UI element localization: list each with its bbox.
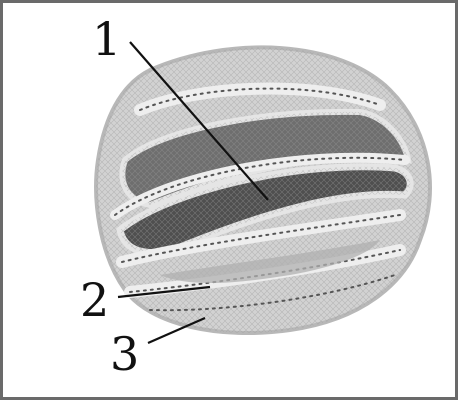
label-3: 3 bbox=[110, 327, 139, 381]
label-1: 1 bbox=[92, 12, 121, 66]
label-2: 2 bbox=[80, 273, 109, 327]
